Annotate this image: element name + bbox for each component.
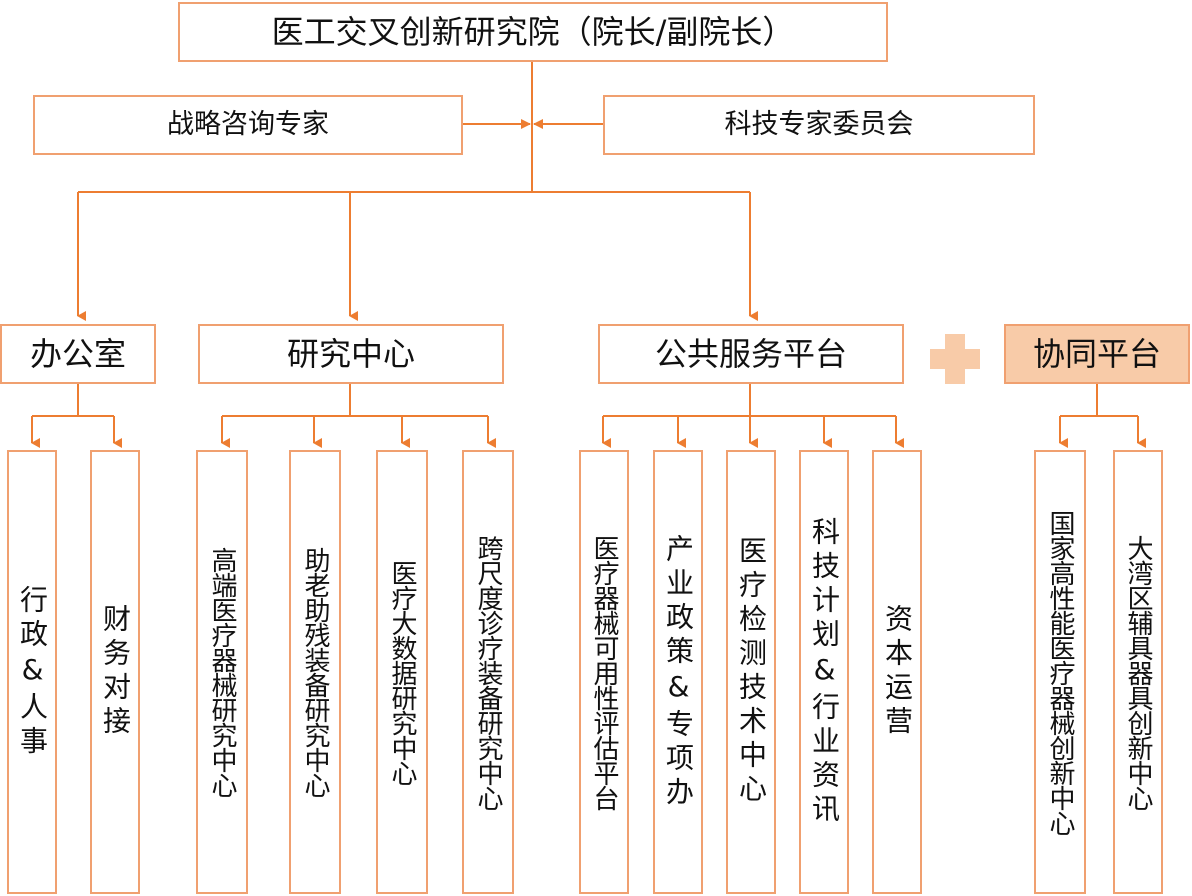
research-unit-label: 高端医疗器械研究中心 — [207, 547, 237, 797]
public-platform-box: 公共服务平台 — [598, 324, 904, 384]
institute-box: 医工交叉创新研究院（院长/副院长） — [178, 2, 888, 62]
research-unit-label: 医疗大数据研究中心 — [387, 559, 417, 785]
public-unit-4: 资本运营 — [872, 450, 922, 894]
collab-platform-label: 协同平台 — [1032, 334, 1161, 373]
public-platform-label: 公共服务平台 — [654, 334, 847, 373]
office-box: 办公室 — [0, 324, 156, 384]
collab-unit-1: 大湾区辅具器具创新中心 — [1113, 450, 1163, 894]
public-unit-label: 医疗器械可用性评估平台 — [589, 534, 619, 810]
plus-icon — [930, 334, 980, 384]
research-unit-1: 助老助残装备研究中心 — [289, 450, 341, 894]
office-unit-label: 财务对接 — [99, 604, 132, 740]
institute-title: 医工交叉创新研究院（院长/副院长） — [271, 12, 795, 51]
research-center-box: 研究中心 — [198, 324, 504, 384]
research-unit-2: 医疗大数据研究中心 — [376, 450, 428, 894]
collab-unit-0: 国家高性能医疗器械创新中心 — [1034, 450, 1086, 894]
collab-unit-label: 国家高性能医疗器械创新中心 — [1045, 509, 1075, 835]
strategy-advisors-label: 战略咨询专家 — [167, 109, 329, 141]
public-unit-1: 产业政策&专项办 — [653, 450, 703, 894]
office-unit-label: 行政&人事 — [16, 584, 49, 760]
public-unit-label: 资本运营 — [881, 604, 914, 740]
research-unit-3: 跨尺度诊疗装备研究中心 — [462, 450, 514, 894]
office-unit-1: 财务对接 — [90, 450, 140, 894]
research-unit-label: 跨尺度诊疗装备研究中心 — [473, 534, 503, 810]
strategy-advisors-box: 战略咨询专家 — [33, 95, 463, 155]
office-label: 办公室 — [29, 334, 126, 373]
collab-platform-box: 协同平台 — [1004, 324, 1190, 384]
tech-committee-label: 科技专家委员会 — [724, 109, 914, 141]
public-unit-3: 科技计划&行业资讯 — [799, 450, 849, 894]
public-unit-label: 医疗检测技术中心 — [735, 536, 768, 808]
research-center-label: 研究中心 — [286, 334, 415, 373]
research-unit-0: 高端医疗器械研究中心 — [196, 450, 248, 894]
research-unit-label: 助老助残装备研究中心 — [300, 547, 330, 797]
public-unit-2: 医疗检测技术中心 — [726, 450, 776, 894]
tech-committee-box: 科技专家委员会 — [603, 95, 1035, 155]
public-unit-0: 医疗器械可用性评估平台 — [579, 450, 629, 894]
collab-unit-label: 大湾区辅具器具创新中心 — [1123, 534, 1153, 810]
public-unit-label: 产业政策&专项办 — [662, 533, 695, 811]
public-unit-label: 科技计划&行业资讯 — [808, 516, 841, 828]
office-unit-0: 行政&人事 — [7, 450, 57, 894]
